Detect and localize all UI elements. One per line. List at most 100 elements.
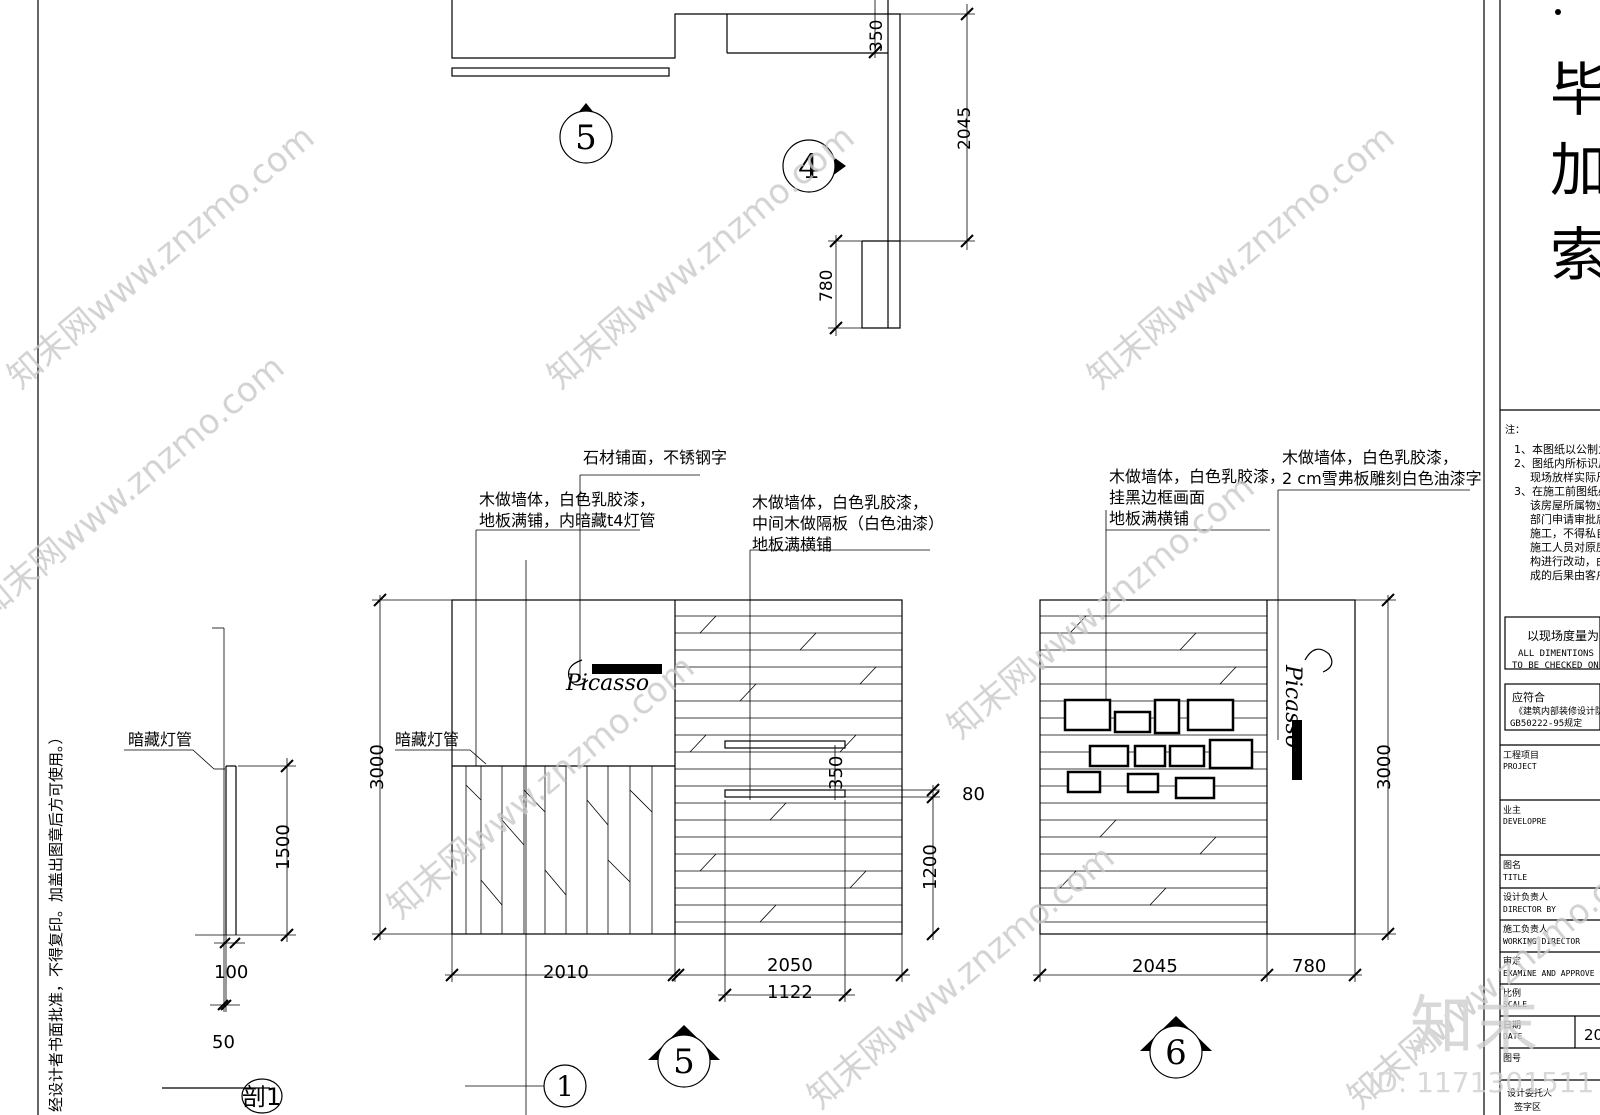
elev5-dim-350: 350 <box>826 756 847 790</box>
svg-text:5: 5 <box>575 118 597 158</box>
watermark-id: ID: 1171301511 <box>1368 1066 1594 1099</box>
picasso-logo-vertical: Picasso <box>1280 648 1333 780</box>
elevation-marker-5: 5 <box>559 103 613 164</box>
ann-left-1: 木做墙体，白色乳胶漆， <box>479 490 655 509</box>
elevation-6: Picasso 木做墙体，白色乳胶漆， 挂黑边框画面 地板满横铺 木做墙体，白色… <box>1033 448 1482 1079</box>
right-wall-horizontal-planks <box>675 615 902 923</box>
left-wall-vertical-planks <box>465 766 653 934</box>
svg-text:构进行改动，由: 构进行改动，由 <box>1530 554 1600 568</box>
section-light-label: 暗藏灯管 <box>128 730 192 749</box>
ann-right-1: 木做墙体，白色乳胶漆， <box>752 493 928 512</box>
framed-pictures <box>1063 698 1254 800</box>
svg-text:TO BE CHECKED ON: TO BE CHECKED ON <box>1512 661 1599 671</box>
elev5-dim-1200: 1200 <box>920 844 941 890</box>
svg-text:施工，不得私自: 施工，不得私自 <box>1530 527 1600 540</box>
ann-right-2: 中间木做隔板（白色油漆） <box>752 514 944 533</box>
elev6-dim-780: 780 <box>1292 956 1326 977</box>
svg-text:Picasso: Picasso <box>1280 664 1305 748</box>
svg-text:DEVELOPRE: DEVELOPRE <box>1503 817 1547 826</box>
company-char-3: 索 <box>1550 221 1600 289</box>
axis-marker-1: 1 <box>465 1064 587 1108</box>
elev5-dim-2010: 2010 <box>543 962 589 983</box>
section-title: 剖1 <box>242 1083 281 1111</box>
section-view: 暗藏灯管 1500 100 50 剖1 <box>124 627 296 1114</box>
svg-text:知末网www.znzmo.com: 知末网www.znzmo.com <box>800 837 1122 1115</box>
svg-text:应符合: 应符合 <box>1512 690 1545 704</box>
elev5-dim-2050: 2050 <box>767 955 813 976</box>
svg-text:PROJECT: PROJECT <box>1503 762 1537 771</box>
elev5-dim-80: 80 <box>962 784 985 805</box>
svg-text:DATE: DATE <box>1503 1032 1522 1041</box>
svg-text:1、本图纸以公制为: 1、本图纸以公制为 <box>1514 442 1600 456</box>
side-note: 经设计者书面批准，不得复印。加盖出图章后方可使用。） <box>47 729 65 1112</box>
svg-text:施工负责人: 施工负责人 <box>1503 923 1548 935</box>
svg-text:该房屋所属物业: 该房屋所属物业 <box>1530 498 1600 512</box>
svg-text:设计委托人: 设计委托人 <box>1507 1087 1552 1099</box>
ann6-right-1: 木做墙体，白色乳胶漆， <box>1282 448 1458 467</box>
svg-text:5: 5 <box>673 1042 695 1082</box>
svg-text:以现场度量为: 以现场度量为 <box>1527 628 1599 643</box>
site-measure-stamp: 以现场度量为 ALL DIMENTIONS TO BE CHECKED ON 应… <box>1504 616 1600 731</box>
section-dim-1500: 1500 <box>273 824 294 870</box>
svg-text:图名: 图名 <box>1503 859 1521 871</box>
ann6-right-2: 2 cm雪弗板雕刻白色油漆字 <box>1282 469 1482 488</box>
svg-text:GB50222-95规定: GB50222-95规定 <box>1510 717 1582 729</box>
plan-dim-2045: 2045 <box>955 107 975 150</box>
elevation-marker-4: 4 <box>782 139 846 193</box>
elev5-dim-1122: 1122 <box>767 982 813 1003</box>
ann-left-2: 地板满铺，内暗藏t4灯管 <box>479 511 655 530</box>
plan-dim-780: 780 <box>817 270 837 302</box>
svg-text:知末网www.znzmo.com: 知末网www.znzmo.com <box>1080 117 1402 396</box>
svg-text:知末网www.znzmo.com: 知末网www.znzmo.com <box>0 347 292 626</box>
svg-text:成的后果由客户: 成的后果由客户 <box>1530 568 1600 582</box>
svg-text:3、在施工前图纸必: 3、在施工前图纸必 <box>1514 484 1600 498</box>
svg-text:Picasso: Picasso <box>565 671 649 696</box>
svg-text:知末网www.znzmo.com: 知末网www.znzmo.com <box>0 117 322 396</box>
elev5-dim-3000: 3000 <box>367 744 388 790</box>
elev6-marker: 6 <box>1140 1016 1212 1079</box>
svg-text:图号: 图号 <box>1503 1053 1521 1064</box>
picasso-logo: Picasso <box>565 659 662 696</box>
ann6-left-2: 挂黑边框画面 <box>1109 488 1205 507</box>
title-block: 毕 加 索 注： 1、本图纸以公制为 2、图纸内所标识尺 现场放样实际尺 3、在… <box>1500 9 1600 1113</box>
svg-text:工程项目: 工程项目 <box>1503 750 1539 761</box>
company-char-2: 加 <box>1550 136 1600 204</box>
svg-text:1: 1 <box>556 1070 574 1103</box>
date-value: 20 <box>1584 1026 1600 1044</box>
general-notes: 注： 1、本图纸以公制为 2、图纸内所标识尺 现场放样实际尺 3、在施工前图纸必… <box>1505 423 1600 582</box>
svg-text:业主: 业主 <box>1503 804 1521 816</box>
svg-text:施工人员对原房: 施工人员对原房 <box>1530 540 1600 554</box>
svg-text:知末网www.znzmo.com: 知末网www.znzmo.com <box>380 647 702 926</box>
svg-text:部门申请审批后: 部门申请审批后 <box>1530 512 1600 526</box>
ann6-left-1: 木做墙体，白色乳胶漆， <box>1109 467 1285 486</box>
svg-text:设计负责人: 设计负责人 <box>1503 891 1548 903</box>
ann6-left-3: 地板满横铺 <box>1109 509 1189 528</box>
elev5-light-label: 暗藏灯管 <box>395 730 459 749</box>
svg-text:6: 6 <box>1165 1033 1187 1073</box>
svg-text:签字区: 签字区 <box>1514 1101 1541 1113</box>
elev6-dim-2045: 2045 <box>1132 956 1178 977</box>
svg-text:审定: 审定 <box>1503 955 1521 967</box>
svg-text:现场放样实际尺: 现场放样实际尺 <box>1530 470 1600 484</box>
svg-text:WORKING DIRECTOR: WORKING DIRECTOR <box>1503 937 1580 946</box>
svg-text:EXAMINE AND APPROVE: EXAMINE AND APPROVE <box>1503 969 1595 978</box>
plan-view: 350 2045 780 5 4 <box>451 0 975 336</box>
ann-stone: 石材铺面，不锈钢字 <box>583 448 727 467</box>
elev5-marker: 5 <box>648 1025 720 1088</box>
svg-text:SCALE: SCALE <box>1503 1000 1527 1009</box>
svg-text:注：: 注： <box>1505 423 1525 436</box>
watermark-brand: 知末 <box>1410 990 1538 1064</box>
svg-text:4: 4 <box>798 147 820 187</box>
ann-right-3: 地板满横铺 <box>752 535 832 554</box>
sheet-frame <box>37 0 1501 1115</box>
plan-dim-350: 350 <box>867 20 887 52</box>
section-dim-50: 50 <box>212 1032 235 1053</box>
svg-text:比例: 比例 <box>1503 987 1521 999</box>
svg-text:ALL DIMENTIONS: ALL DIMENTIONS <box>1518 649 1594 659</box>
elevation-5: Picasso 暗藏灯管 石材铺面，不锈钢字 木做墙体，白色乳胶漆， 地板满铺，… <box>367 448 985 1115</box>
svg-text:DIRECTOR BY: DIRECTOR BY <box>1503 905 1556 914</box>
company-char-1: 毕 <box>1550 56 1600 124</box>
svg-text:2、图纸内所标识尺: 2、图纸内所标识尺 <box>1514 456 1600 470</box>
svg-text:《建筑内部装修设计防: 《建筑内部装修设计防 <box>1514 705 1600 717</box>
